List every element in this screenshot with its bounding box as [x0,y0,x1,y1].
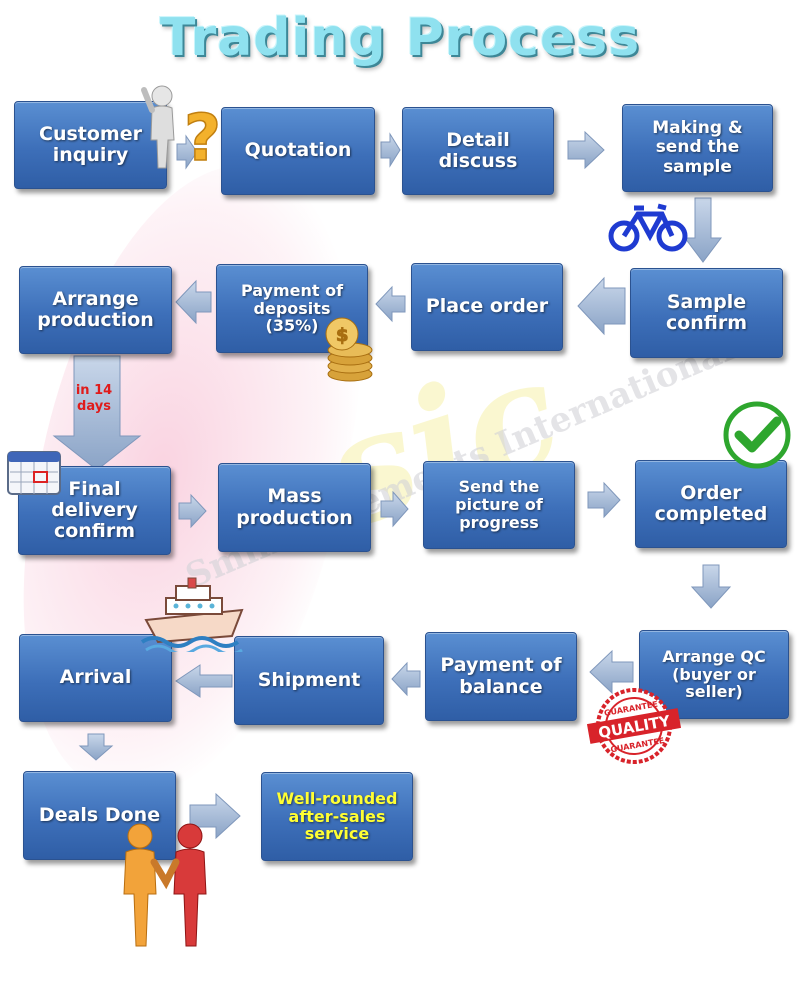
step-quotation: Quotation [221,107,375,195]
question-person-icon: ? [141,85,220,172]
step-customer-inquiry: Customer inquiry [14,101,167,189]
step-arrange-production: Arrange production [19,266,172,354]
arrow-quotation-detail [380,132,401,168]
coins-icon: $ [325,317,373,382]
bicycle-icon [608,203,688,252]
step-sample-confirm: Sample confirm [630,268,783,358]
arrow-detail-making [567,130,605,170]
step-payment-balance: Payment of balance [425,632,577,721]
arrow-making-sample-confirm [684,197,722,263]
ship-icon [140,577,244,652]
step-mass-production: Mass production [218,463,371,552]
step-order-completed: Order completed [635,460,787,548]
arrow-arrange-final [52,355,142,471]
step-deals-done: Deals Done [23,771,176,860]
arrow-qc-balance [589,649,634,695]
svg-text:?: ? [184,102,220,172]
arrow-mass-picture [380,490,409,528]
diagram-title: Trading Process [159,8,641,68]
step-payment-deposits: Payment of deposits (35%) [216,264,368,353]
step-after-sales: Well-rounded after-sales service [261,772,413,861]
arrow-place-order-deposits [375,285,406,323]
arrow-confirm-place-order [577,276,626,336]
arrow-balance-shipment [391,661,421,697]
arrow-completed-qc [690,564,732,609]
arrow-final-mass [178,493,207,529]
quality-badge-icon: QUALITY GUARANTEE GUARANTEE [586,688,682,764]
lead-time-note: in 14 days [75,383,113,414]
step-making-send-sample: Making & send the sample [622,104,773,192]
arrow-deposits-arrange [175,279,212,325]
arrow-inquiry-quotation [176,134,198,170]
step-shipment: Shipment [234,636,384,725]
arrow-arrival-deals [78,733,114,761]
calendar-icon [7,451,61,495]
step-place-order: Place order [411,263,563,351]
step-detail-discuss: Detail discuss [402,107,554,195]
step-arrange-qc: Arrange QC (buyer or seller) [639,630,789,719]
arrow-shipment-arrival [175,664,233,698]
step-send-picture-progress: Send the picture of progress [423,461,575,549]
handshake-icon [123,823,207,947]
checkmark-icon [723,401,791,469]
arrow-picture-completed [587,481,621,519]
svg-text:$: $ [336,325,349,346]
